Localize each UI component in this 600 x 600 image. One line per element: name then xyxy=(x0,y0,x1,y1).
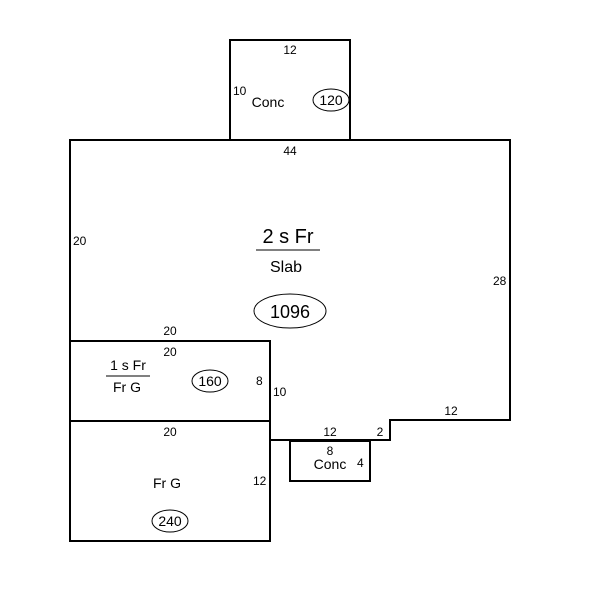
main-house-outline xyxy=(69,139,511,441)
main-dim-left: 20 xyxy=(73,234,87,248)
main-dim-inner-left: 20 xyxy=(163,324,177,338)
wing-label-top: 1 s Fr xyxy=(110,357,146,373)
wing-area-oval xyxy=(191,369,229,393)
garage-dim-right: 12 xyxy=(253,474,267,488)
main-dim-right: 28 xyxy=(493,274,507,288)
small-porch-outline xyxy=(289,440,371,482)
top-porch-label: Conc xyxy=(252,94,285,110)
wing-dim-top: 20 xyxy=(163,345,177,359)
small-porch-dim-right: 4 xyxy=(357,456,364,470)
main-dim-step-12: 12 xyxy=(323,425,337,439)
garage-dim-top: 20 xyxy=(163,425,177,439)
wing-label-bottom: Fr G xyxy=(113,379,141,395)
small-porch-dim-top: 8 xyxy=(327,444,334,458)
small-porch-label: Conc xyxy=(314,456,347,472)
main-dim-step-2: 2 xyxy=(377,425,384,439)
main-area-label-bottom: Slab xyxy=(270,259,302,276)
main-area-value: 1096 xyxy=(270,302,310,322)
wing-dim-right: 8 xyxy=(256,374,263,388)
main-area-oval xyxy=(253,293,327,329)
top-porch-area-oval xyxy=(312,88,350,112)
main-area-label-top: 2 s Fr xyxy=(262,226,313,248)
main-dim-top: 44 xyxy=(283,144,297,158)
garage-outline xyxy=(69,420,271,542)
top-porch-area: 120 xyxy=(319,92,343,108)
garage-area-oval xyxy=(151,509,189,533)
main-dim-bottom-right: 12 xyxy=(444,404,458,418)
wing-area: 160 xyxy=(198,373,222,389)
garage-label: Fr G xyxy=(153,475,181,491)
garage-area: 240 xyxy=(158,513,182,529)
top-porch-dim-left: 10 xyxy=(233,84,247,98)
top-porch-dim-top: 12 xyxy=(283,43,297,57)
main-dim-jog-10: 10 xyxy=(273,385,287,399)
